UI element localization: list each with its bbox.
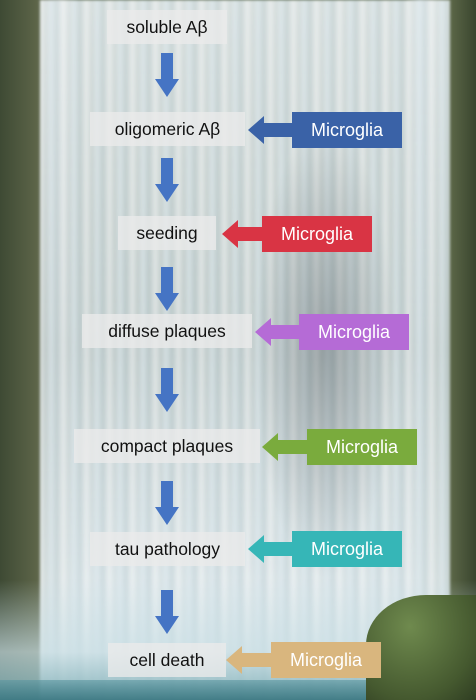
microglia-label: Microglia <box>310 120 384 140</box>
microglia-tag-compact: Microglia <box>262 429 417 465</box>
step-cell-death: cell death <box>108 643 226 677</box>
microglia-label: Microglia <box>317 322 391 342</box>
microglia-tag-seeding: Microglia <box>222 216 372 252</box>
step-compact-plaques: compact plaques <box>74 429 260 463</box>
down-arrow-icon <box>155 481 179 525</box>
microglia-tag-cell-death: Microglia <box>226 642 381 678</box>
down-arrow-icon <box>155 53 179 97</box>
down-arrow-icon <box>155 158 179 202</box>
step-diffuse-plaques: diffuse plaques <box>82 314 252 348</box>
mossy-rock <box>366 595 476 700</box>
microglia-label: Microglia <box>325 437 399 457</box>
microglia-label: Microglia <box>289 650 363 670</box>
down-arrow-icon <box>155 590 179 634</box>
microglia-label: Microglia <box>310 539 384 559</box>
step-soluble-abeta: soluble Aβ <box>107 10 227 44</box>
rock-shadow <box>255 120 395 580</box>
microglia-tag-tau: Microglia <box>248 531 402 567</box>
microglia-tag-diffuse: Microglia <box>255 314 409 350</box>
microglia-tag-oligomeric: Microglia <box>248 112 402 148</box>
down-arrow-icon <box>155 267 179 311</box>
water-pool <box>0 680 380 700</box>
step-seeding: seeding <box>118 216 216 250</box>
down-arrow-icon <box>155 368 179 412</box>
microglia-label: Microglia <box>280 224 354 244</box>
step-oligomeric-abeta: oligomeric Aβ <box>90 112 245 146</box>
step-tau-pathology: tau pathology <box>90 532 245 566</box>
